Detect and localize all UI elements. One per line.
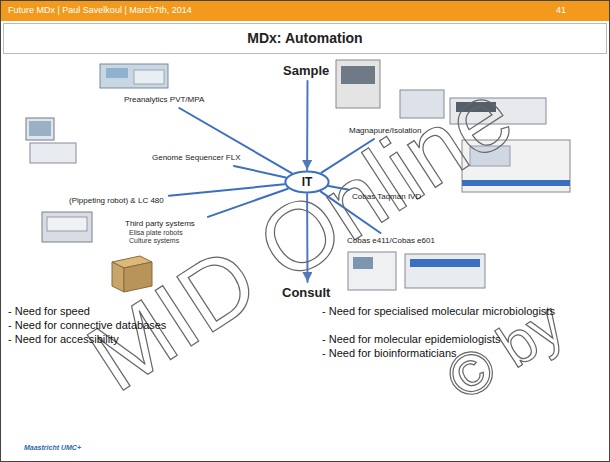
monitor bbox=[26, 118, 54, 140]
robot-deck bbox=[47, 217, 87, 231]
system-detail: Elisa plate robots Culture systems bbox=[125, 229, 203, 245]
spoke-line bbox=[234, 166, 286, 177]
node-text: Preanalytics PVT/MPA bbox=[124, 95, 207, 105]
node-text: Third party systems bbox=[125, 219, 205, 229]
instrument-window bbox=[341, 66, 375, 84]
e411-screen bbox=[353, 257, 373, 269]
system-label: Cobas Taqman IVD bbox=[352, 192, 424, 202]
logo-text: Maastricht UMC+ bbox=[24, 444, 81, 451]
node-text: (Pippeting robot) & LC 480 bbox=[69, 196, 166, 206]
robot-body bbox=[42, 212, 92, 242]
preanalytics-instrument bbox=[100, 64, 168, 88]
flow-arrow bbox=[306, 81, 308, 170]
box-side bbox=[112, 262, 124, 292]
node-text: Genome Sequencer FLX bbox=[152, 153, 243, 163]
system-label: Preanalytics PVT/MPA bbox=[124, 95, 207, 105]
e411-body bbox=[348, 252, 396, 290]
instrument-strip bbox=[462, 180, 570, 186]
bullet-text: - Need for accessibility bbox=[8, 332, 119, 346]
cobas-analysers bbox=[348, 252, 485, 290]
system-label: Cobas e411/Cobas e601 bbox=[347, 236, 437, 246]
system-label: Magnapure/Isolation bbox=[349, 126, 424, 136]
system-label: Consult bbox=[282, 285, 333, 300]
bullet-text: - Need for bioinformaticians bbox=[322, 346, 457, 360]
node-text: Consult bbox=[282, 285, 333, 300]
bullet-text: - Need for specialised molecular microbi… bbox=[322, 304, 562, 318]
node-text: Magnapure/Isolation bbox=[349, 126, 424, 136]
hub-ellipse: IT bbox=[284, 170, 330, 194]
title-frame bbox=[4, 24, 607, 54]
header-bar bbox=[0, 0, 610, 21]
ellipse-shape bbox=[285, 171, 328, 192]
instrument-body bbox=[336, 60, 380, 108]
bullet-text: - Need for connective databases bbox=[8, 318, 166, 332]
title-box: MDx: Automation bbox=[3, 23, 607, 53]
spoke-line bbox=[179, 108, 291, 173]
slide-title: MDx: Automation bbox=[247, 30, 362, 46]
node-text: Cobas Taqman IVD bbox=[352, 192, 424, 202]
instrument-screen bbox=[106, 68, 128, 78]
pipetting-robot bbox=[42, 212, 92, 242]
header-text: Future MDx | Paul Savelkoul | March7th, … bbox=[8, 5, 192, 15]
page-number: 41 bbox=[556, 5, 566, 15]
node-text: Cobas e411/Cobas e601 bbox=[347, 236, 437, 246]
instrument-deck bbox=[134, 70, 164, 84]
system-label: Third party systemsElisa plate robots Cu… bbox=[125, 219, 205, 245]
bullet-text: - Need for molecular epidemiologists bbox=[322, 332, 501, 346]
system-label: Genome Sequencer FLX bbox=[152, 153, 243, 163]
instrument-body bbox=[100, 64, 168, 88]
e601-strip bbox=[410, 259, 480, 267]
system-label: Sample bbox=[283, 63, 332, 78]
spoke-line bbox=[169, 184, 284, 196]
magnapure-instrument bbox=[336, 60, 380, 108]
node-text: Sample bbox=[283, 63, 332, 78]
genome-sequencer bbox=[26, 118, 76, 163]
e601-body bbox=[405, 254, 485, 288]
bullet-text: - Need for speed bbox=[8, 304, 90, 318]
node-text: IT bbox=[302, 175, 313, 189]
system-label: (Pippeting robot) & LC 480 bbox=[69, 196, 166, 206]
monitor-screen bbox=[29, 121, 51, 136]
sequencer-body bbox=[30, 143, 76, 163]
